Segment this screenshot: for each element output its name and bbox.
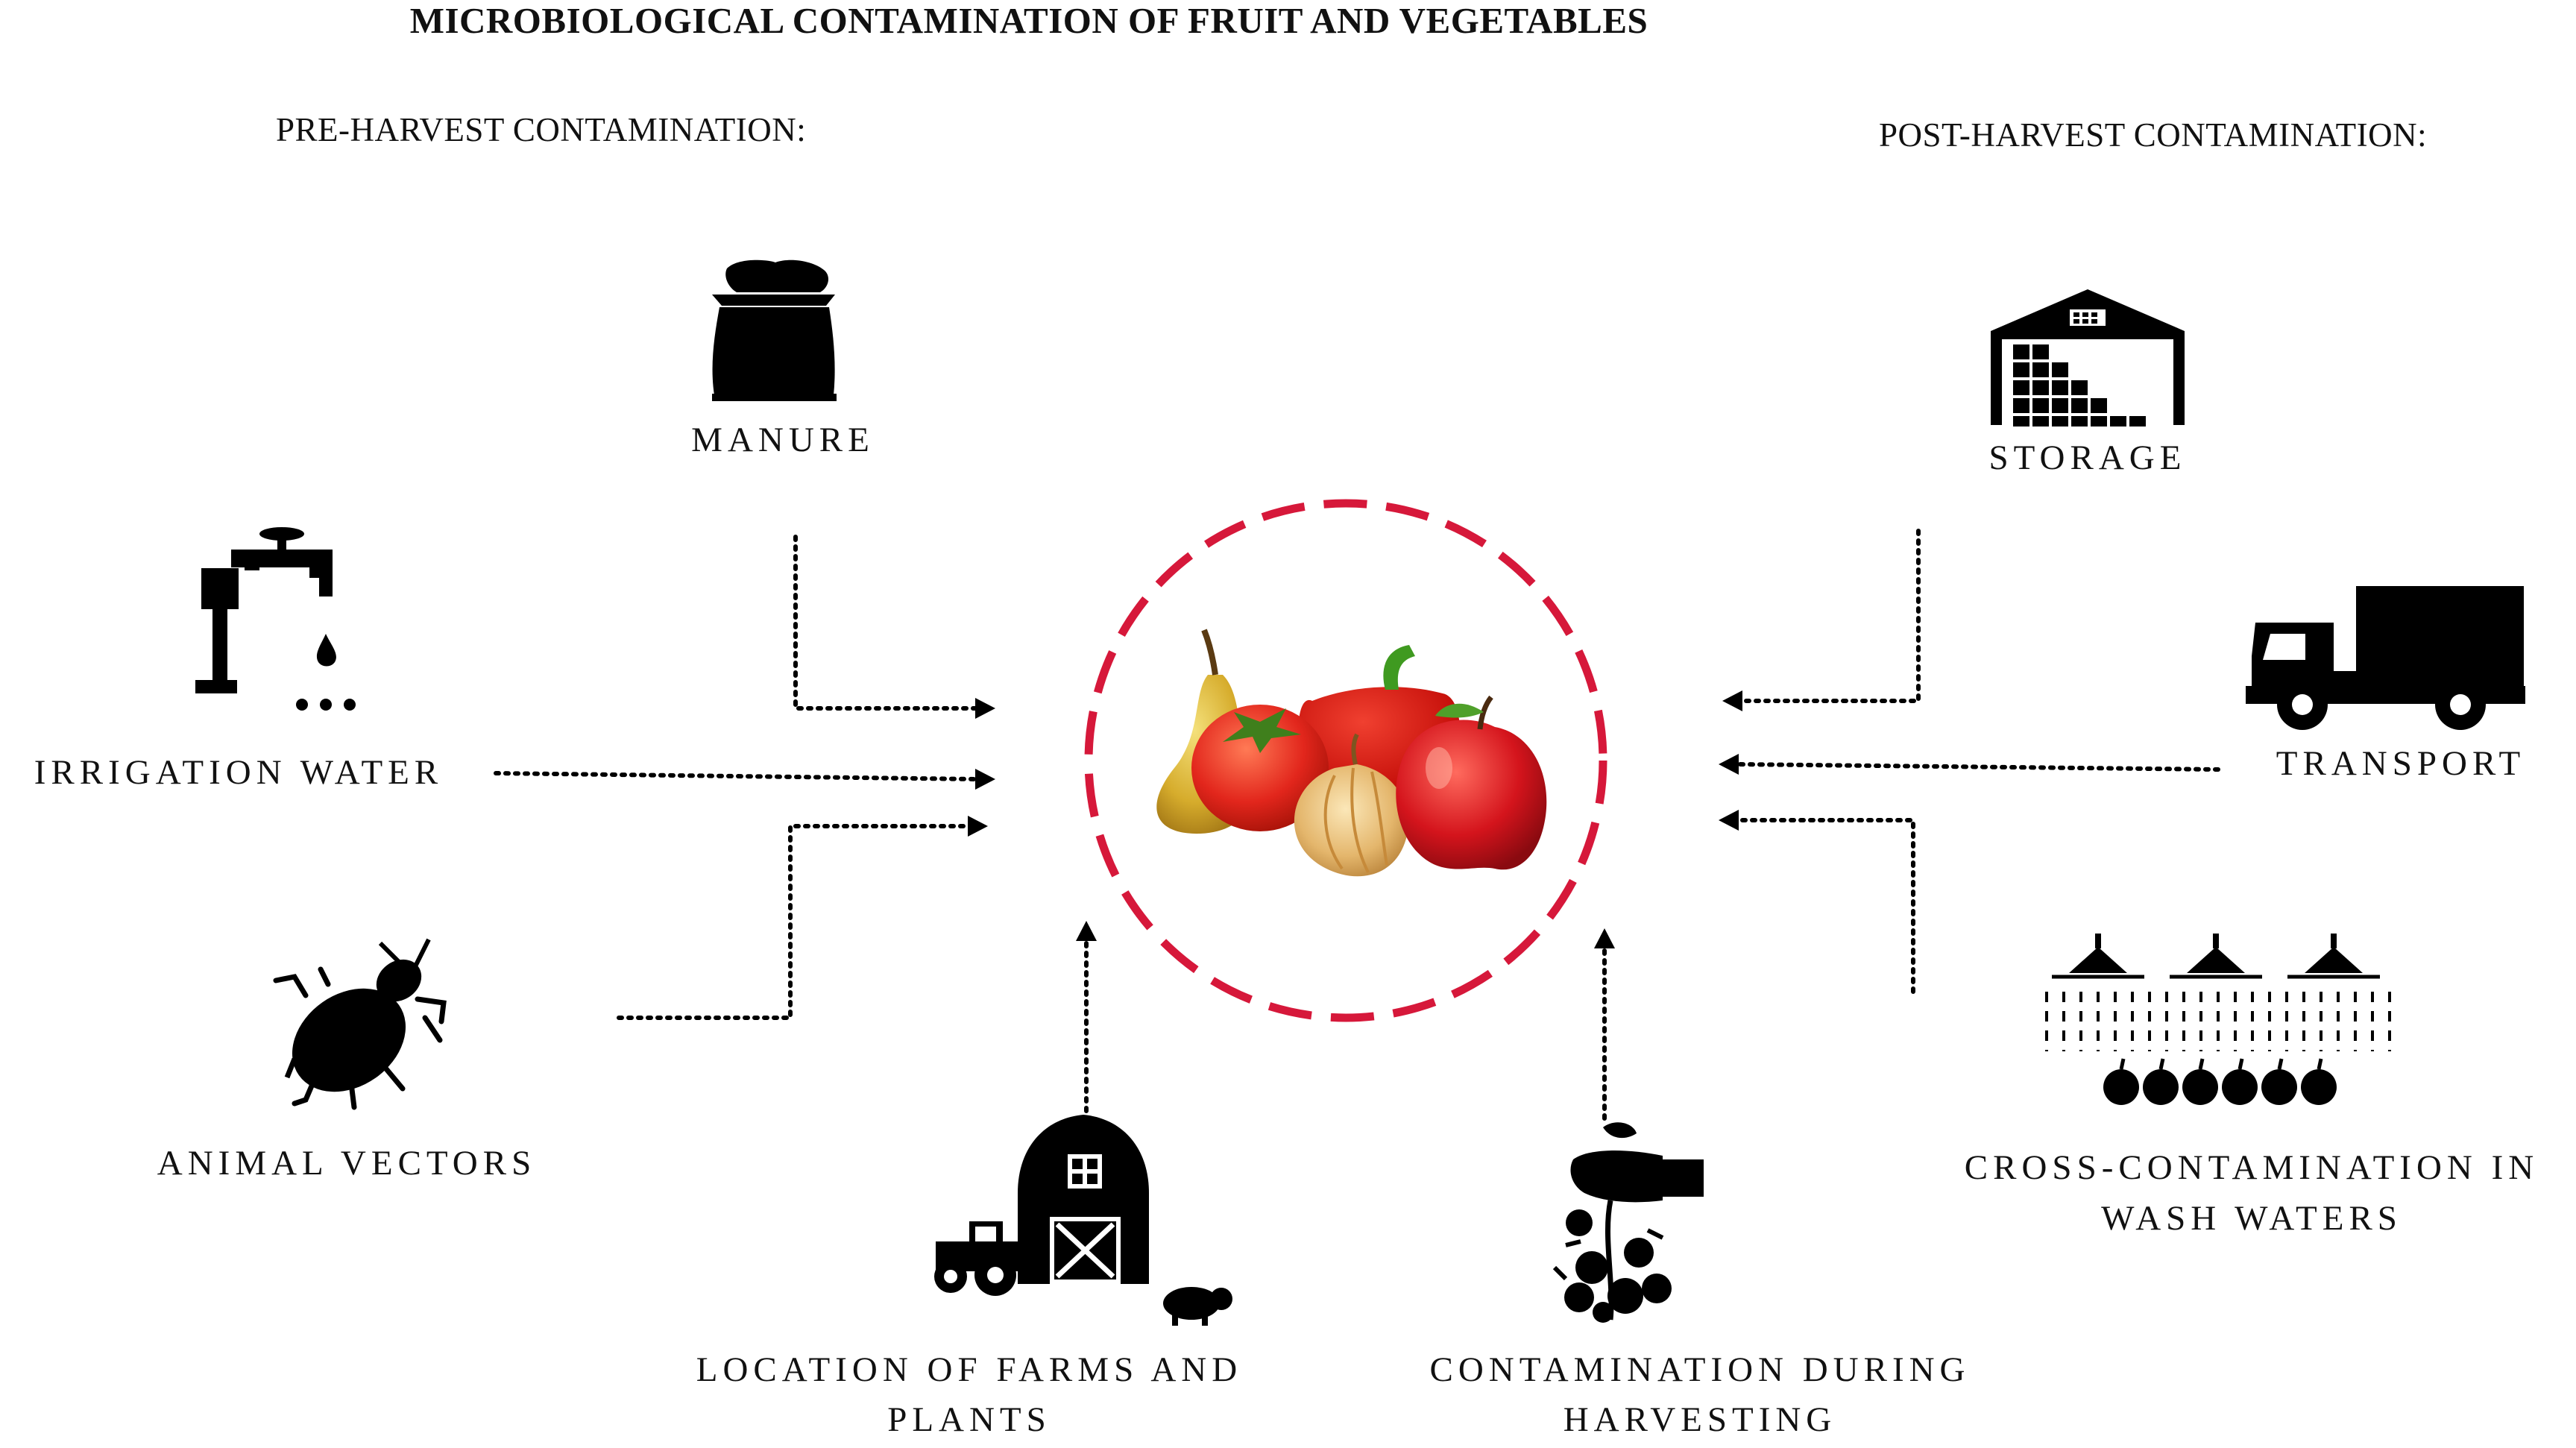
produce-illustration <box>1156 629 1547 877</box>
irrigation-water-label: IRRIGATION WATER <box>34 753 444 792</box>
transport-label: TRANSPORT <box>2276 744 2526 783</box>
hand-plant-icon <box>1552 1122 1704 1323</box>
farm-location-label-line2: PLANTS <box>887 1400 1051 1439</box>
farm-location-label-line1: LOCATION OF FARMS AND <box>696 1350 1243 1389</box>
manure-sack-icon <box>712 259 837 401</box>
shower-produce-icon <box>2045 934 2391 1105</box>
barn-tractor-pig-icon <box>934 1115 1232 1326</box>
diagram-title: MICROBIOLOGICAL CONTAMINATION OF FRUIT A… <box>409 0 1648 41</box>
truck-icon <box>2246 586 2525 730</box>
arrow-animal-vectors <box>617 816 988 1020</box>
arrow-irrigation-water <box>494 769 995 790</box>
beetle-icon <box>273 938 447 1110</box>
arrow-farm-location <box>1076 921 1097 1113</box>
arrow-transport <box>1719 754 2220 775</box>
arrow-storage <box>1722 529 1921 711</box>
post-harvest-heading: POST-HARVEST CONTAMINATION: <box>1879 116 2428 154</box>
faucet-icon <box>195 527 356 711</box>
harvesting-label-line1: CONTAMINATION DURING <box>1429 1350 1971 1389</box>
produce-circle <box>1084 499 1607 1022</box>
wash-waters-label-line1: CROSS-CONTAMINATION IN <box>1964 1148 2539 1187</box>
arrow-wash-waters <box>1719 810 1915 994</box>
warehouse-icon <box>1991 289 2185 426</box>
arrow-manure <box>793 535 995 719</box>
wash-waters-label-line2: WASH WATERS <box>2101 1199 2402 1238</box>
storage-label: STORAGE <box>1988 438 2187 477</box>
harvesting-label-line2: HARVESTING <box>1563 1400 1837 1439</box>
manure-label: MANURE <box>691 421 875 459</box>
arrow-harvesting <box>1594 928 1615 1121</box>
pre-harvest-heading: PRE-HARVEST CONTAMINATION: <box>276 111 807 148</box>
animal-vectors-label: ANIMAL VECTORS <box>157 1144 537 1183</box>
